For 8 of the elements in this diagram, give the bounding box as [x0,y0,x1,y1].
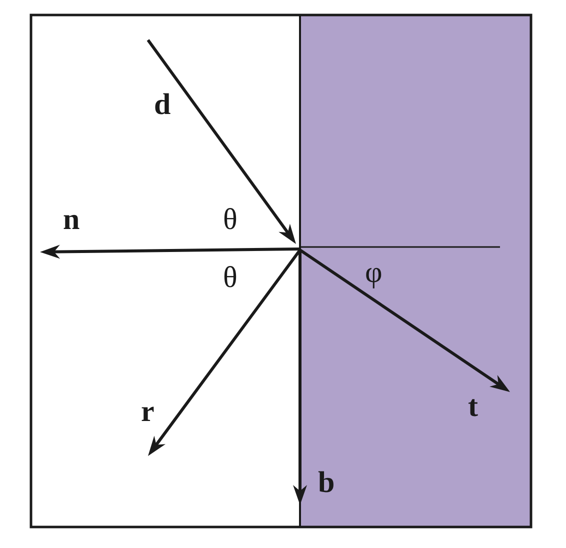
vector-label: n [63,205,80,235]
vector-label: r [141,397,154,427]
vector-label: b [318,468,335,498]
angle-label: θ [223,263,238,293]
vector-label: t [468,392,478,422]
angle-label: φ [365,258,382,288]
vector-label: d [154,90,171,120]
angle-label: θ [223,205,238,235]
